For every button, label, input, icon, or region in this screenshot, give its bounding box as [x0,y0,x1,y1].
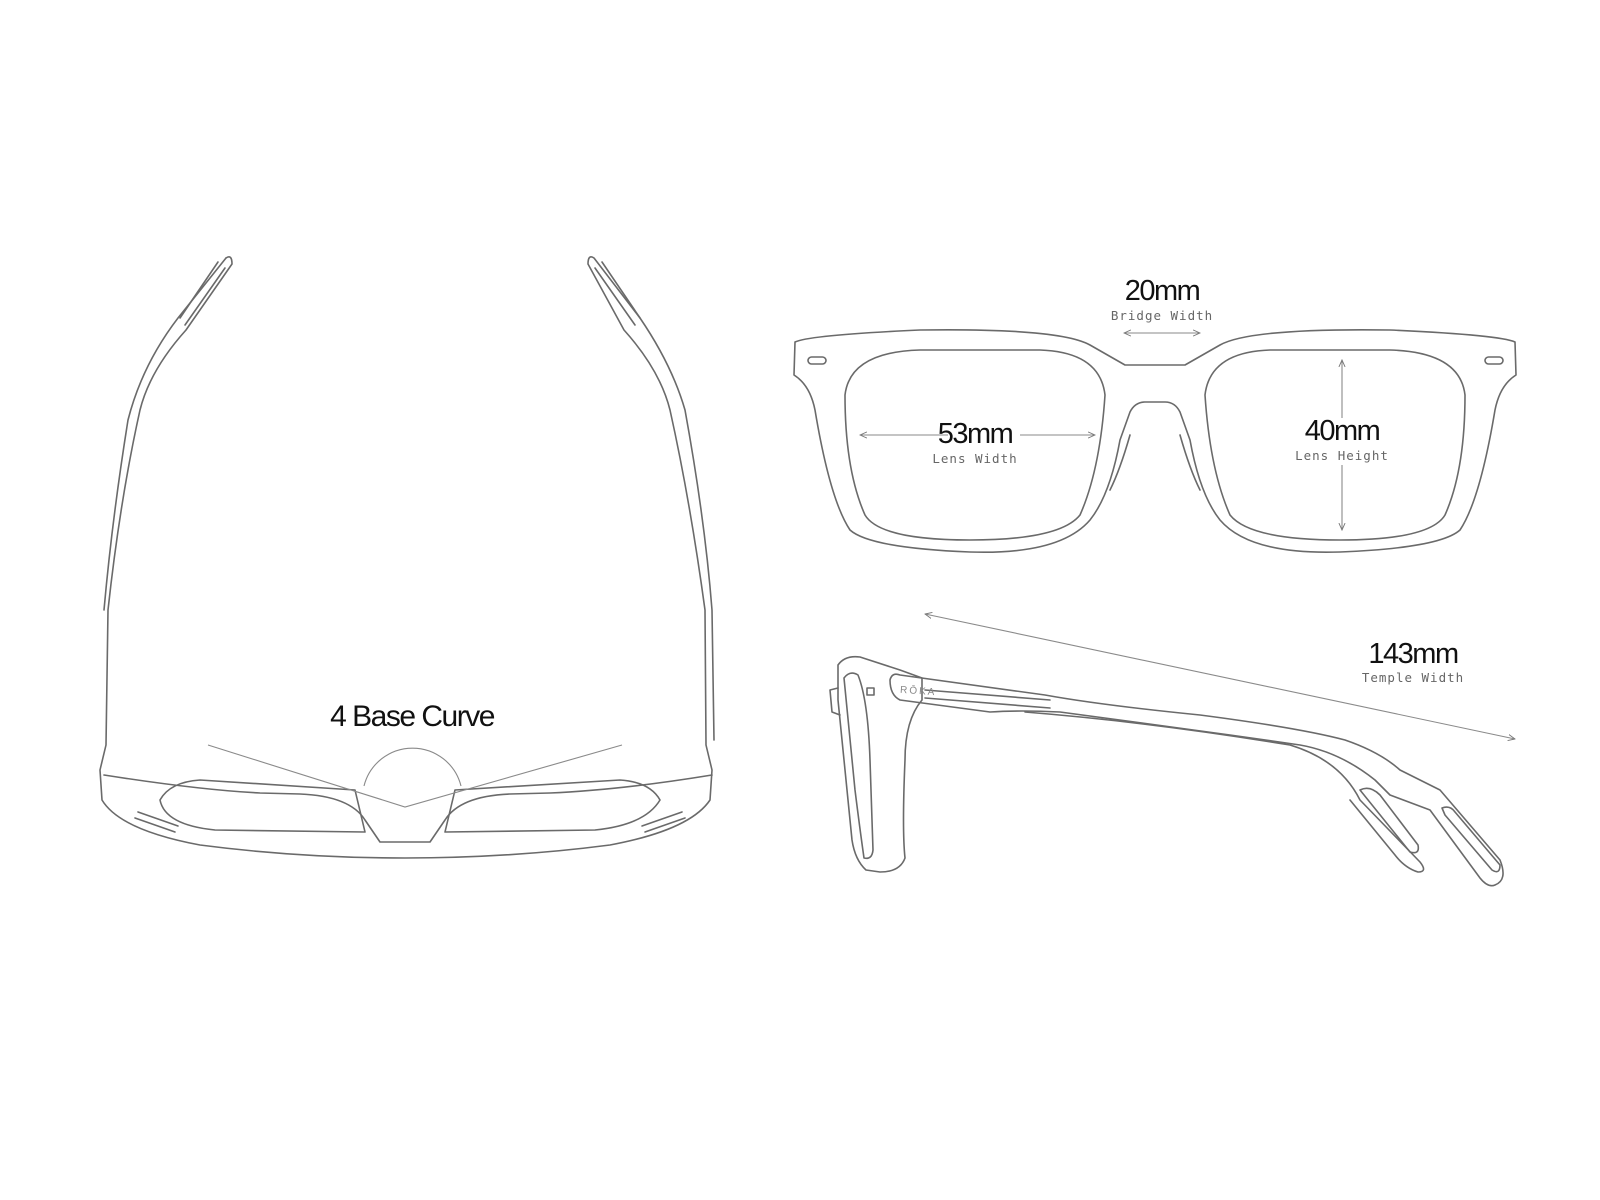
temple-grip-right [594,261,641,326]
temple-tip-slot [1441,806,1501,873]
bridge-width-value: 20mm [1124,275,1201,307]
temple-width-arrow [925,614,1515,739]
base-curve-label: 4 Base Curve [330,700,495,733]
temple-width-value: 143mm [1368,638,1459,670]
bridge-width-label: Bridge Width [1110,308,1214,323]
temple-grip-left [179,261,226,326]
lens-height-value: 40mm [1304,415,1381,447]
side-view-glasses [829,614,1515,887]
top-view-glasses [99,256,715,859]
front-view-glasses [793,329,1517,554]
lens-width-label: Lens Width [932,451,1018,466]
lens-height-label: Lens Height [1295,448,1389,463]
lens-width-value: 53mm [937,418,1014,450]
temple-grip [1359,787,1420,854]
temple-width-label: Temple Width [1361,670,1465,685]
